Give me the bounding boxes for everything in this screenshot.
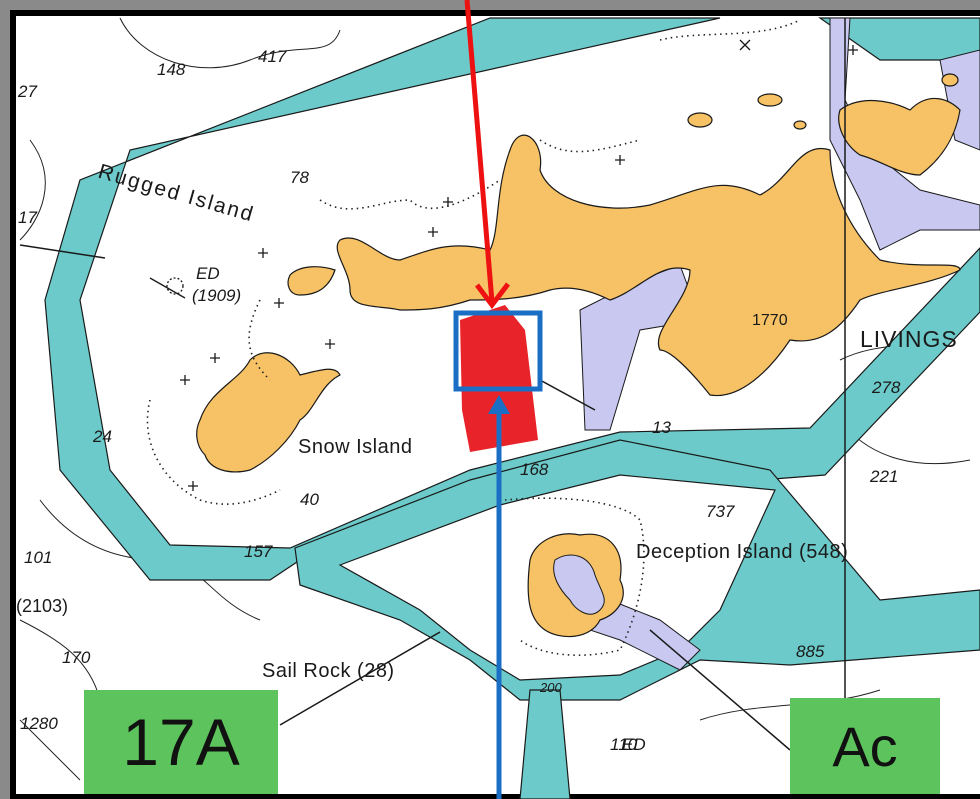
ne-island-land bbox=[838, 97, 961, 176]
sounding-221: 221 bbox=[870, 467, 899, 486]
sounding-27: 27 bbox=[18, 82, 37, 101]
highlight-area bbox=[460, 305, 538, 452]
dotted-contours bbox=[146, 19, 801, 656]
shoal-marks bbox=[149, 39, 858, 491]
sounding-24: 24 bbox=[93, 427, 112, 446]
label-ed-2: ED bbox=[622, 735, 646, 754]
sounding-278: 278 bbox=[872, 378, 901, 397]
label-sail-rock: Sail Rock (28) bbox=[262, 660, 395, 682]
sounding-78: 78 bbox=[290, 168, 309, 187]
sounding-1770: 1770 bbox=[752, 312, 788, 329]
sounding-168: 168 bbox=[520, 460, 549, 479]
label-box-ac: Ac bbox=[790, 698, 940, 794]
sounding-157: 157 bbox=[244, 542, 273, 561]
sounding-737: 737 bbox=[706, 502, 735, 521]
sounding-148: 148 bbox=[157, 60, 186, 79]
sounding-17: 17 bbox=[18, 208, 37, 227]
label-livingston: LIVINGS bbox=[860, 326, 958, 352]
sounding-200: 200 bbox=[540, 680, 562, 695]
leader-lines bbox=[19, 18, 846, 751]
sounding-1280: 1280 bbox=[20, 714, 58, 733]
label-box-17a: 17A bbox=[84, 690, 278, 794]
sounding-885: 885 bbox=[796, 642, 825, 661]
red-arrow bbox=[464, 0, 510, 310]
selection-box bbox=[453, 310, 543, 392]
label-deception-island: Deception Island (548) bbox=[636, 541, 849, 563]
blue-arrow bbox=[488, 395, 510, 799]
sounding-40: 40 bbox=[300, 490, 319, 509]
rugged-islet bbox=[287, 266, 336, 296]
sounding-417: 417 bbox=[258, 47, 287, 66]
sounding-13: 13 bbox=[652, 418, 671, 437]
sounding-101: 101 bbox=[24, 548, 53, 567]
sounding-110: 110 bbox=[610, 735, 638, 754]
label-snow-island: Snow Island bbox=[298, 436, 413, 458]
small-island-west bbox=[196, 352, 341, 473]
sounding-2103: (2103) bbox=[16, 596, 69, 616]
snow-island-land bbox=[336, 134, 961, 397]
sounding-170: 170 bbox=[62, 648, 91, 667]
label-ed: ED bbox=[196, 264, 220, 283]
label-ed-year: (1909) bbox=[192, 286, 242, 305]
deception-lagoon bbox=[553, 554, 605, 615]
